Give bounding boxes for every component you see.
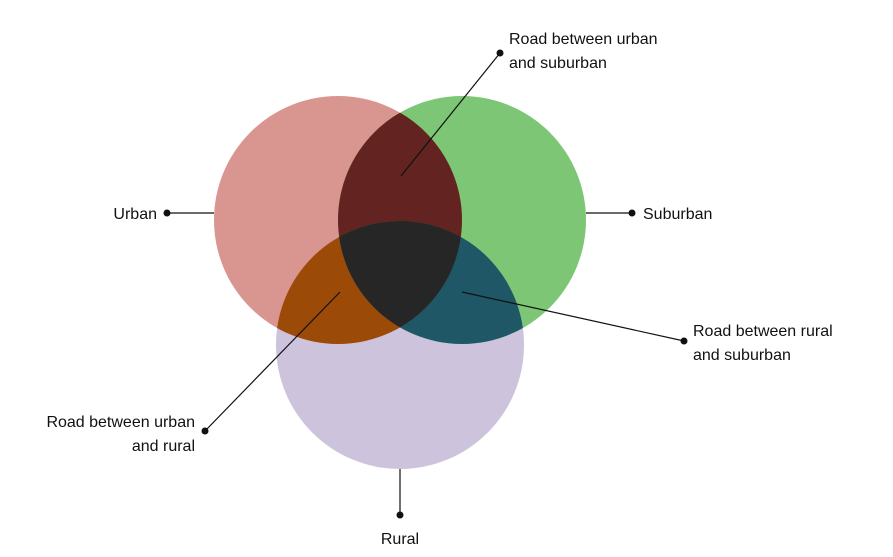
urban-rural-leader-line: [204, 291, 341, 432]
rural-suburban-label-line1: Road between rural: [693, 323, 833, 340]
rural-suburban-leader-dot: [680, 337, 688, 345]
rural-leader-dot: [396, 511, 404, 519]
suburban-leader-dot: [628, 209, 636, 217]
urban-label: Urban: [113, 206, 157, 223]
suburban-label: Suburban: [643, 206, 712, 223]
urban-suburban-label-line1: Road between urban: [509, 31, 658, 48]
urban-rural-label-line2: and rural: [132, 438, 195, 455]
urban-rural-leader-dot: [201, 427, 209, 435]
urban-suburban-leader-line: [400, 52, 501, 177]
urban-rural-overlap: [276, 221, 462, 344]
rural-suburban-label-line2: and suburban: [693, 347, 791, 364]
rural-suburban-leader-line: [461, 291, 685, 342]
rural-label: Rural: [381, 531, 419, 548]
urban-leader-dot: [163, 209, 171, 217]
urban-suburban-label-line2: and suburban: [509, 55, 607, 72]
urban-rural-label-line1: Road between urban: [46, 414, 195, 431]
urban-suburban-leader-dot: [496, 49, 504, 57]
